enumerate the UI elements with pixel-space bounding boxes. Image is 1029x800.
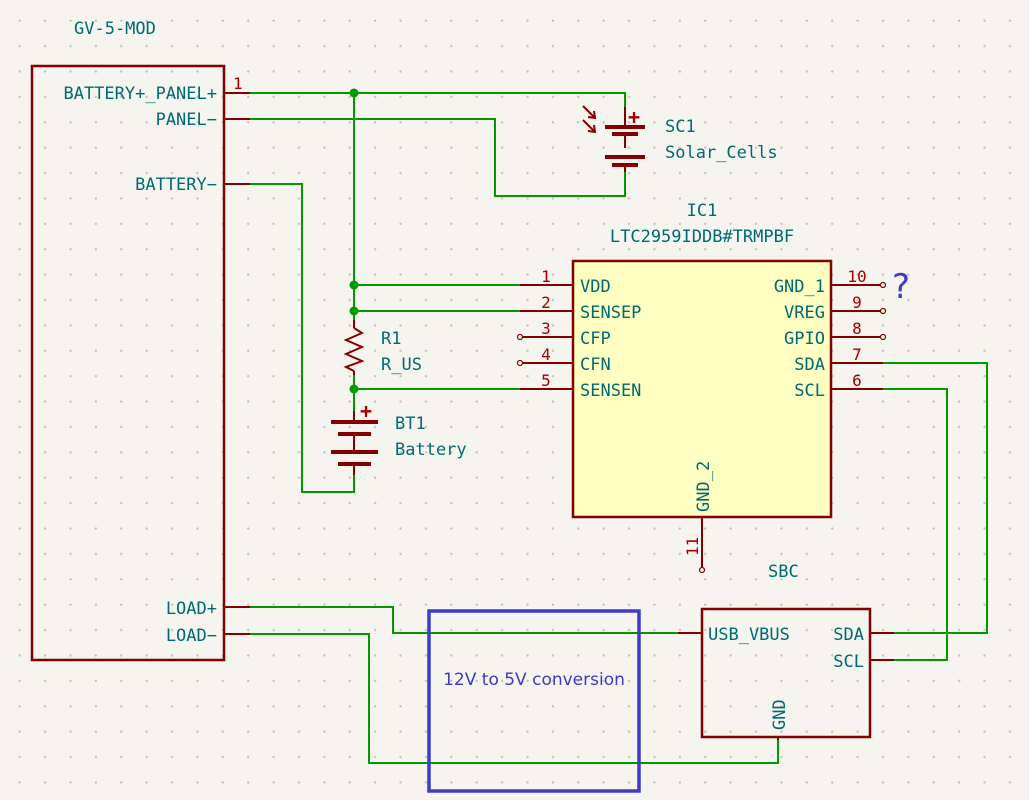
ic-pin-number: 9 <box>852 293 862 312</box>
junction-dot <box>349 88 359 98</box>
ic-pin-number: 6 <box>852 371 862 390</box>
question-mark-annotation: ? <box>892 267 910 307</box>
wire-load-neg[interactable] <box>250 633 779 764</box>
solar-value: Solar_Cells <box>665 143 778 163</box>
solar-ref: SC1 <box>665 117 696 137</box>
battery-value: Battery <box>395 440 467 460</box>
resistor-value: R_US <box>381 355 422 375</box>
ic-pin-number-bottom: 11 <box>683 537 702 556</box>
ic-pin-number: 1 <box>541 267 551 286</box>
ic-pin-number: 4 <box>541 345 551 364</box>
pin-label-panel-neg: PANEL− <box>156 110 217 130</box>
junction-dot <box>349 280 359 290</box>
light-arrow-icon <box>582 105 597 134</box>
sbc-pin-gnd: GND <box>770 699 790 730</box>
resistor-ref: R1 <box>381 329 401 349</box>
solar-cell-sc1[interactable]: + SC1 Solar_Cells <box>582 105 778 172</box>
ic-pin-name: GPIO <box>784 329 825 349</box>
ic-value: LTC2959IDDB#TRMPBF <box>610 227 794 247</box>
ic-pin-name: CFN <box>580 355 611 375</box>
sbc-pin-sda: SDA <box>833 625 864 645</box>
junction-dot <box>349 306 359 316</box>
wire-scl[interactable] <box>870 388 948 661</box>
sbc-pin-vbus: USB_VBUS <box>708 625 790 645</box>
unconnected-pin-marker <box>879 333 887 341</box>
ic-pin-name: CFP <box>580 329 611 349</box>
sbc-ref: SBC <box>768 562 799 582</box>
unconnected-pin-marker <box>516 359 524 367</box>
unconnected-pin-marker <box>516 333 524 341</box>
pin-label-battery-neg: BATTERY− <box>135 175 217 195</box>
resistor-r1[interactable]: R1 R_US <box>343 320 422 375</box>
wire-load-pos[interactable] <box>250 606 678 634</box>
wire-panel-neg[interactable] <box>250 118 626 197</box>
ic-pin-number: 7 <box>852 345 862 364</box>
junction-dot <box>349 384 359 394</box>
ic-pin-name-bottom: GND_2 <box>694 461 714 512</box>
ic-pin-name: SENSEP <box>580 303 641 323</box>
ic-pin-number: 3 <box>541 319 551 338</box>
ic-pin-name: GND_1 <box>774 277 825 297</box>
sbc-module[interactable]: SBC USB_VBUS SDA SCL GND <box>678 562 894 740</box>
wire-battery-panel-pos[interactable] <box>250 92 626 107</box>
unconnected-pin-marker <box>879 307 887 315</box>
battery-plus-sign: + <box>360 399 372 423</box>
pin-label-battery-panel-pos: BATTERY+_PANEL+ <box>63 84 217 104</box>
solar-plus-sign: + <box>628 105 640 129</box>
connector-ref: GV-5-MOD <box>74 19 156 39</box>
pin-label-load-neg: LOAD− <box>166 626 217 646</box>
battery-ref: BT1 <box>395 414 426 434</box>
sbc-pin-scl: SCL <box>833 652 864 672</box>
connector-body[interactable] <box>30 64 226 662</box>
conversion-note: 12V to 5V conversion <box>443 670 625 690</box>
ic-pin-number: 10 <box>847 267 866 286</box>
ic-body[interactable] <box>571 259 833 519</box>
junctions <box>349 88 359 394</box>
conversion-block[interactable]: 12V to 5V conversion <box>427 609 641 793</box>
ic-ltc2959[interactable]: IC1 LTC2959IDDB#TRMPBF 1 2 3 4 5 VDD SEN… <box>516 201 887 574</box>
ic-pin-number: 8 <box>852 319 862 338</box>
connector-gv-5-mod[interactable]: GV-5-MOD BATTERY+_PANEL+ 1 PANEL− BATTER… <box>30 19 250 662</box>
pin-number: 1 <box>233 74 243 93</box>
wire-sda[interactable] <box>870 362 988 634</box>
unconnected-pin-marker <box>698 566 706 574</box>
ic-pin-name: VDD <box>580 277 611 297</box>
unconnected-pin-marker <box>879 281 887 289</box>
ic-ref: IC1 <box>687 201 718 221</box>
wire-battery-neg[interactable] <box>250 183 355 493</box>
ic-pin-name: VREG <box>784 303 825 323</box>
pin-label-load-pos: LOAD+ <box>166 599 217 619</box>
ic-pin-number: 2 <box>541 293 551 312</box>
ic-pin-name: SENSEN <box>580 381 641 401</box>
ic-pin-name: SCL <box>794 381 825 401</box>
conversion-box[interactable] <box>427 609 641 793</box>
ic-pin-number: 5 <box>541 371 551 390</box>
sbc-body[interactable] <box>700 607 872 739</box>
battery-bt1[interactable]: + BT1 Battery <box>331 399 467 475</box>
wires <box>250 92 988 764</box>
ic-pin-name: SDA <box>794 355 825 375</box>
